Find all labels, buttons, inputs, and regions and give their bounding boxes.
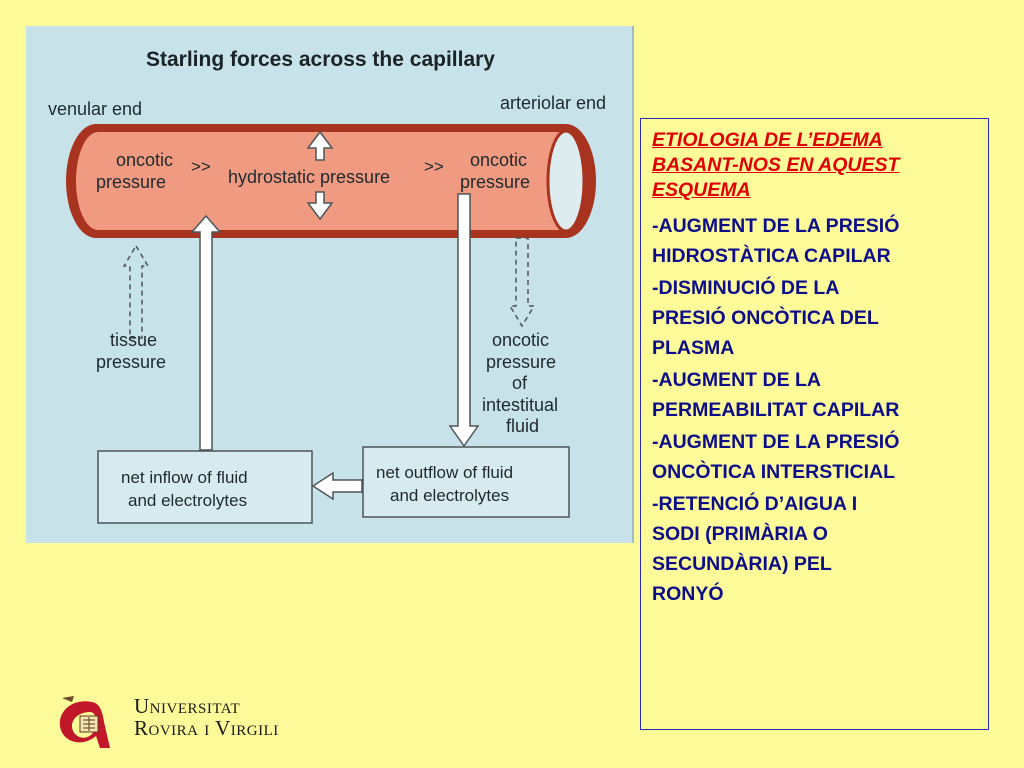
interstitial-oncotic-dashed-arrow-icon bbox=[508, 237, 536, 328]
interstitial-oncotic-line3: of bbox=[512, 373, 528, 393]
cause-item-4-line2: ONCÒTICA INTERSTICIAL bbox=[652, 461, 896, 483]
oncotic-pressure-right-line2: pressure bbox=[460, 172, 530, 192]
urv-emblem-icon bbox=[59, 696, 110, 748]
cause-item-4: -AUGMENT DE LA PRESIÓ ONCÒTICA INTERSTIC… bbox=[652, 427, 978, 487]
tissue-pressure-dashed-arrow-icon bbox=[122, 244, 150, 339]
venular-end-label: venular end bbox=[48, 99, 142, 119]
university-name: Universitat Rovira i Virgili bbox=[134, 695, 279, 739]
etiology-heading-line1: ETIOLOGIA DE L’EDEMA bbox=[652, 129, 883, 151]
university-logo: Universitat Rovira i Virgili bbox=[52, 692, 322, 752]
cause-item-3-line2: PERMEABILITAT CAPILAR bbox=[652, 399, 900, 421]
net-outflow-line1: net outflow of fluid bbox=[376, 463, 513, 482]
cause-item-5: -RETENCIÓ D’AIGUA I SODI (PRIMÀRIA O SEC… bbox=[652, 489, 978, 609]
net-inflow-box: net inflow of fluid and electrolytes bbox=[97, 450, 313, 524]
hydrostatic-double-arrow-icon bbox=[306, 130, 334, 221]
cause-item-1-line2: HIDROSTÀTICA CAPILAR bbox=[652, 245, 891, 267]
oncotic-pressure-right-line1: oncotic bbox=[470, 150, 527, 170]
university-name-line2: Rovira i Virgili bbox=[134, 716, 279, 740]
outflow-down-arrow-icon bbox=[448, 193, 480, 448]
etiology-heading: ETIOLOGIA DE L’EDEMA BASANT-NOS EN AQUES… bbox=[652, 128, 978, 203]
oncotic-pressure-left-line1: oncotic bbox=[116, 150, 173, 170]
etiology-heading-line3: ESQUEMA bbox=[652, 179, 751, 201]
starling-diagram: Starling forces across the capillary ven… bbox=[26, 26, 634, 543]
interstitial-oncotic-line2: pressure bbox=[486, 352, 556, 372]
interstitial-oncotic-line1: oncotic bbox=[492, 330, 549, 350]
cause-item-1: -AUGMENT DE LA PRESIÓ HIDROSTÀTICA CAPIL… bbox=[652, 211, 978, 271]
etiology-heading-line2: BASANT-NOS EN AQUEST bbox=[652, 154, 900, 176]
diagram-title: Starling forces across the capillary bbox=[146, 48, 495, 71]
arteriolar-end-label: arteriolar end bbox=[500, 93, 606, 113]
edema-etiology-box: ETIOLOGIA DE L’EDEMA BASANT-NOS EN AQUES… bbox=[640, 118, 989, 730]
cause-item-5-line4: RONYÓ bbox=[652, 583, 724, 605]
cause-item-5-line1: -RETENCIÓ D’AIGUA I bbox=[652, 493, 858, 515]
cause-item-5-line2: SODI (PRIMÀRIA O bbox=[652, 523, 828, 545]
outflow-to-inflow-arrow-icon bbox=[311, 471, 363, 501]
cause-item-1-line1: -AUGMENT DE LA PRESIÓ bbox=[652, 215, 900, 237]
net-inflow-line1: net inflow of fluid bbox=[121, 468, 248, 487]
cause-item-3-line1: -AUGMENT DE LA bbox=[652, 369, 821, 391]
gt-right: >> bbox=[424, 157, 444, 176]
interstitial-oncotic-line4: intestitual bbox=[482, 395, 558, 415]
gt-left: >> bbox=[191, 157, 211, 176]
tissue-pressure-line1: tissue bbox=[110, 330, 157, 350]
capillary-vessel bbox=[66, 124, 596, 238]
cause-item-5-line3: SECUNDÀRIA) PEL bbox=[652, 553, 832, 575]
cause-item-2-line2: PRESIÓ ONCÒTICA DEL bbox=[652, 307, 879, 329]
cause-item-2: -DISMINUCIÓ DE LA PRESIÓ ONCÒTICA DEL PL… bbox=[652, 273, 978, 363]
interstitial-oncotic-line5: fluid bbox=[506, 416, 539, 436]
university-name-line1: Universitat bbox=[134, 694, 241, 718]
cause-item-2-line3: PLASMA bbox=[652, 337, 735, 359]
cause-item-3: -AUGMENT DE LA PERMEABILITAT CAPILAR bbox=[652, 365, 978, 425]
cause-item-4-line1: -AUGMENT DE LA PRESIÓ bbox=[652, 431, 900, 453]
inflow-up-arrow-icon bbox=[190, 214, 222, 451]
tissue-pressure-line2: pressure bbox=[96, 352, 166, 372]
net-outflow-box: net outflow of fluid and electrolytes bbox=[362, 446, 570, 518]
cause-item-2-line1: -DISMINUCIÓ DE LA bbox=[652, 277, 840, 299]
hydrostatic-pressure-label: hydrostatic pressure bbox=[228, 167, 390, 187]
net-inflow-line2: and electrolytes bbox=[128, 491, 247, 510]
oncotic-pressure-left-line2: pressure bbox=[96, 172, 166, 192]
net-outflow-line2: and electrolytes bbox=[390, 486, 509, 505]
